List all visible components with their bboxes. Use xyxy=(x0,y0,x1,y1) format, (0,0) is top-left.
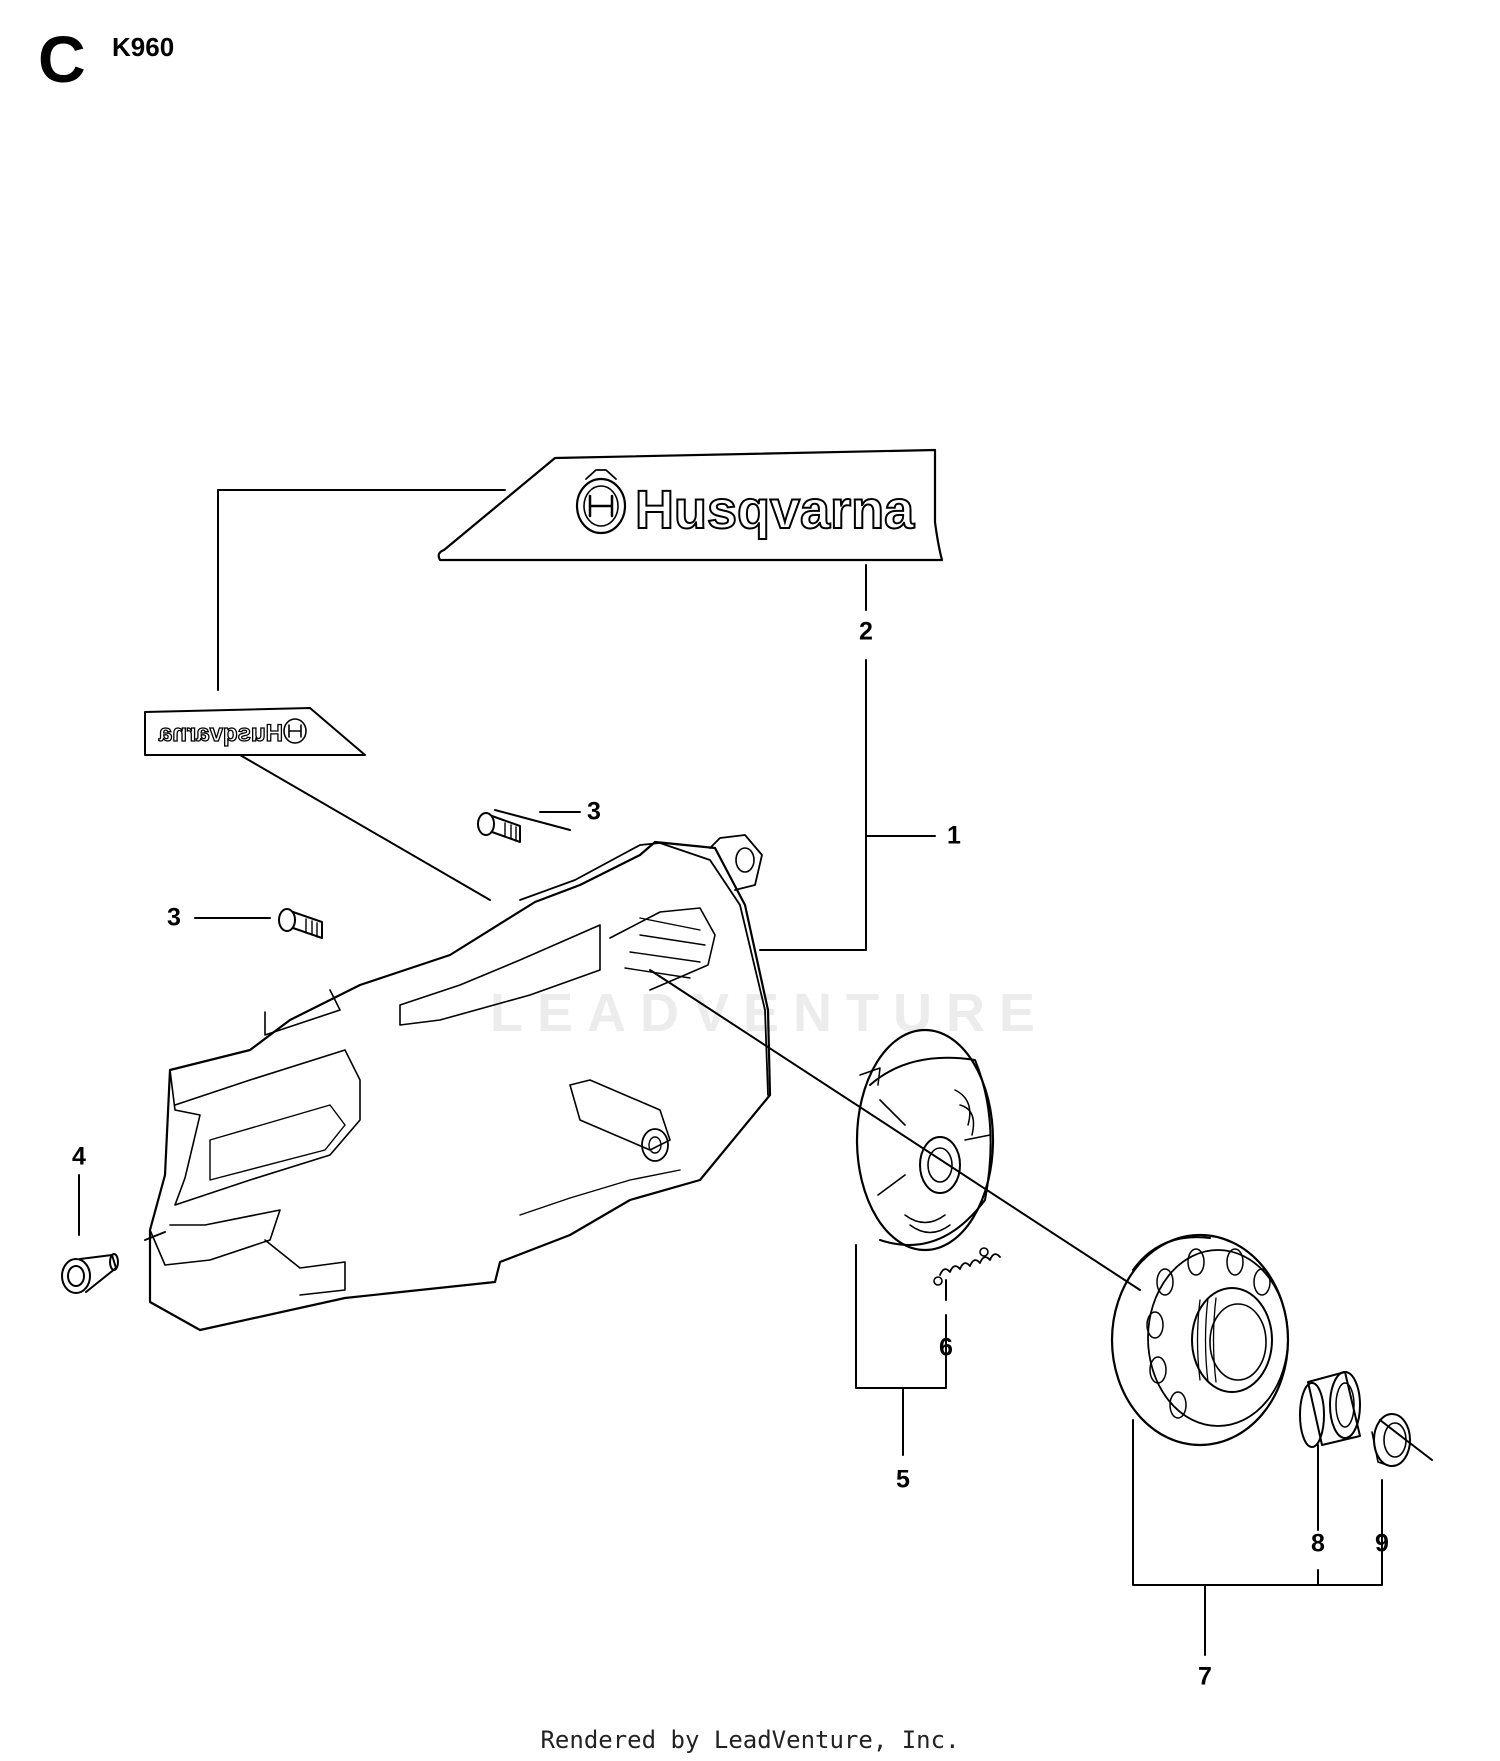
callout-9: 9 xyxy=(1375,1529,1389,1558)
bolt-upper xyxy=(477,812,521,843)
callout-1: 1 xyxy=(947,821,961,850)
decal-brand-large: Husqvarna xyxy=(635,480,915,540)
bolt-lower xyxy=(278,908,323,939)
decal-large xyxy=(437,448,944,562)
callout-3-lower: 3 xyxy=(167,903,181,932)
callout-2: 2 xyxy=(859,617,873,646)
decal-brand-small: Husqvarna xyxy=(158,720,283,747)
callout-7: 7 xyxy=(1198,1662,1212,1691)
needle-bearing xyxy=(1299,1371,1361,1448)
clutch-cover xyxy=(148,834,772,1332)
callout-8: 8 xyxy=(1311,1529,1325,1558)
washer xyxy=(1371,1413,1411,1467)
leader-lines xyxy=(78,489,1433,1656)
model-name: K960 xyxy=(112,32,175,62)
bushing xyxy=(61,1253,119,1294)
footer-credit: Rendered by LeadVenture, Inc. xyxy=(540,1726,960,1754)
callout-5: 5 xyxy=(896,1465,910,1494)
section-letter: C xyxy=(38,22,86,96)
spring xyxy=(933,1247,1001,1286)
clutch-drum xyxy=(1110,1233,1290,1447)
husqvarna-logo-large-icon xyxy=(575,469,627,535)
callout-4: 4 xyxy=(72,1142,86,1171)
decal-small xyxy=(144,707,366,756)
callout-3-upper: 3 xyxy=(587,797,601,826)
callout-6: 6 xyxy=(939,1333,953,1362)
husqvarna-logo-small-icon xyxy=(283,718,307,744)
clutch-assembly xyxy=(855,1028,995,1252)
watermark: LEADVENTURE xyxy=(490,983,1050,1043)
